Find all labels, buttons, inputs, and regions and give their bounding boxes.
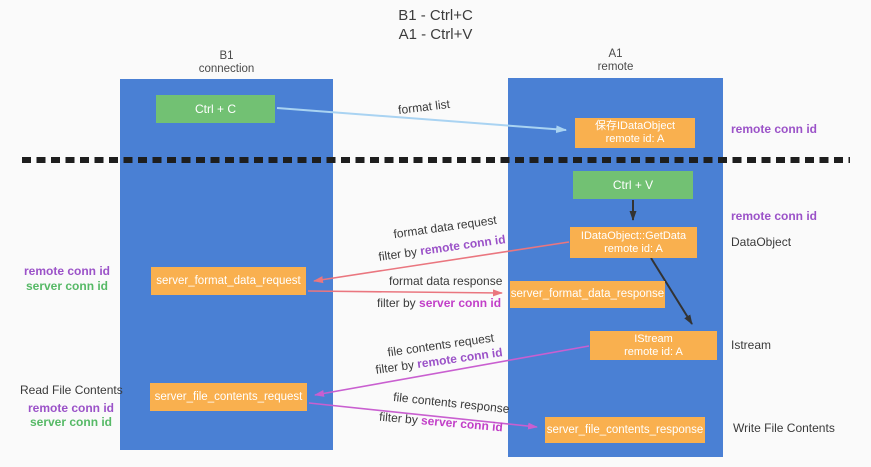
node-istream: IStream remote id: A (590, 331, 717, 360)
annotation-remote-conn-id-left2: remote conn id (27, 401, 114, 415)
node-server-format-data-request-label: server_format_data_request (156, 274, 301, 287)
arrow-file-contents-request (314, 345, 590, 397)
annotation-dataobject: DataObject (731, 235, 792, 249)
node-server-format-data-request: server_format_data_request (151, 267, 306, 295)
annotation-left-conn-ids-top: remote conn id server conn id (18, 264, 116, 294)
node-server-file-contents-request-label: server_file_contents_request (154, 390, 303, 403)
annotation-server-conn-id-left2: server conn id (29, 415, 113, 429)
node-getdata-line1: IDataObject::GetData (580, 229, 687, 242)
server-conn-id-text: server conn id (419, 296, 502, 310)
node-ctrl-v: Ctrl + V (573, 171, 693, 199)
lifeline-a1-title: A1 (608, 48, 623, 60)
lifeline-b1-title: B1 (219, 50, 234, 62)
node-server-format-data-response-label: server_format_data_response (510, 288, 665, 300)
annotation-write-file-contents: Write File Contents (733, 421, 835, 435)
arrow-file-contents-response (308, 402, 538, 430)
arrow-format-data-response (307, 289, 503, 297)
annotation-remote-conn-id-mid: remote conn id (731, 209, 818, 223)
lifeline-a1-subtitle: remote (597, 61, 634, 73)
edge-label-filter-by-server-1: filter by server conn id (377, 296, 501, 310)
node-istream-line1: IStream (634, 332, 673, 345)
title-line-1: B1 - Ctrl+C (398, 7, 473, 24)
annotation-read-file-contents: Read File Contents (20, 383, 123, 397)
node-server-format-data-response: server_format_data_response (510, 281, 665, 308)
node-save-idataobject: 保存IDataObject remote id: A (575, 118, 695, 148)
annotation-remote-conn-id-top: remote conn id (731, 122, 818, 136)
node-istream-line2: remote id: A (624, 345, 683, 358)
diagram-title: B1 - Ctrl+C A1 - Ctrl+V (0, 6, 871, 44)
node-save-idataobject-line1: 保存IDataObject (594, 120, 676, 132)
annotation-remote-conn-id-left: remote conn id (23, 264, 110, 278)
arrow-getdata-to-istream (650, 257, 693, 325)
node-ctrl-c-label: Ctrl + C (194, 102, 236, 116)
annotation-server-conn-id-left: server conn id (25, 279, 109, 293)
node-server-file-contents-response: server_file_contents_response (545, 417, 705, 443)
lifeline-header-a1: A1 remote (508, 48, 723, 74)
node-ctrl-c: Ctrl + C (156, 95, 275, 123)
node-getdata-line2: remote id: A (604, 242, 663, 255)
filter-by-text: filter by (377, 296, 420, 310)
lifeline-header-b1: B1 connection (120, 50, 333, 76)
arrow-format-data-request (313, 241, 570, 284)
node-server-file-contents-request: server_file_contents_request (150, 383, 307, 411)
annotation-left-conn-ids-bottom: remote conn id server conn id (20, 401, 122, 429)
title-line-2: A1 - Ctrl+V (398, 26, 473, 43)
node-idataobject-getdata: IDataObject::GetData remote id: A (570, 227, 697, 258)
node-save-idataobject-line2: remote id: A (605, 133, 665, 145)
node-server-file-contents-response-label: server_file_contents_response (546, 423, 704, 436)
edge-label-format-data-response: format data response (389, 274, 503, 288)
arrow-format-list (276, 107, 568, 134)
lifeline-b1-subtitle: connection (198, 63, 255, 75)
annotation-istream: Istream (731, 338, 772, 352)
node-ctrl-v-label: Ctrl + V (612, 178, 654, 192)
